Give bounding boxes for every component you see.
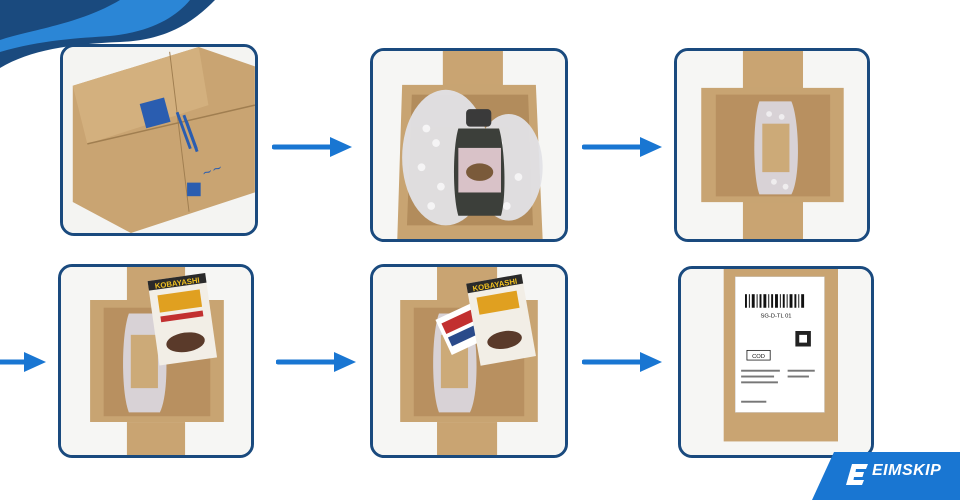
label-code: SG-D-TL 01 [760, 313, 791, 319]
bottle-icon [373, 51, 565, 239]
svg-text:~~: ~~ [199, 159, 224, 180]
flyer-icon: KOBAYASHI [61, 267, 251, 455]
shipping-label-icon: SG-D-TL 01 COD [681, 269, 871, 455]
arrow-right-icon [0, 352, 46, 372]
cardboard-box-icon: ~~ [63, 47, 255, 233]
eimskip-logo-text: EIMSKIP [872, 462, 942, 479]
flyer-icon: KOBAYASHI [373, 267, 565, 455]
label-cod: COD [752, 354, 765, 360]
step-card-sealed-box: SG-D-TL 01 COD [678, 266, 874, 458]
step-card-bubble-wrap [370, 48, 568, 242]
step-card-flyer-added: KOBAYASHI [58, 264, 254, 458]
arrow-right-icon [582, 137, 662, 157]
step-card-second-flyer: KOBAYASHI [370, 264, 568, 458]
step-card-flat-box: ~~ [60, 44, 258, 236]
corner-decoration [0, 0, 215, 68]
arrow-right-icon [272, 137, 352, 157]
step-card-bottle-packed [674, 48, 870, 242]
box-open-icon [677, 51, 867, 239]
arrow-right-icon [276, 352, 356, 372]
arrow-right-icon [582, 352, 662, 372]
eimskip-logo [812, 452, 960, 500]
